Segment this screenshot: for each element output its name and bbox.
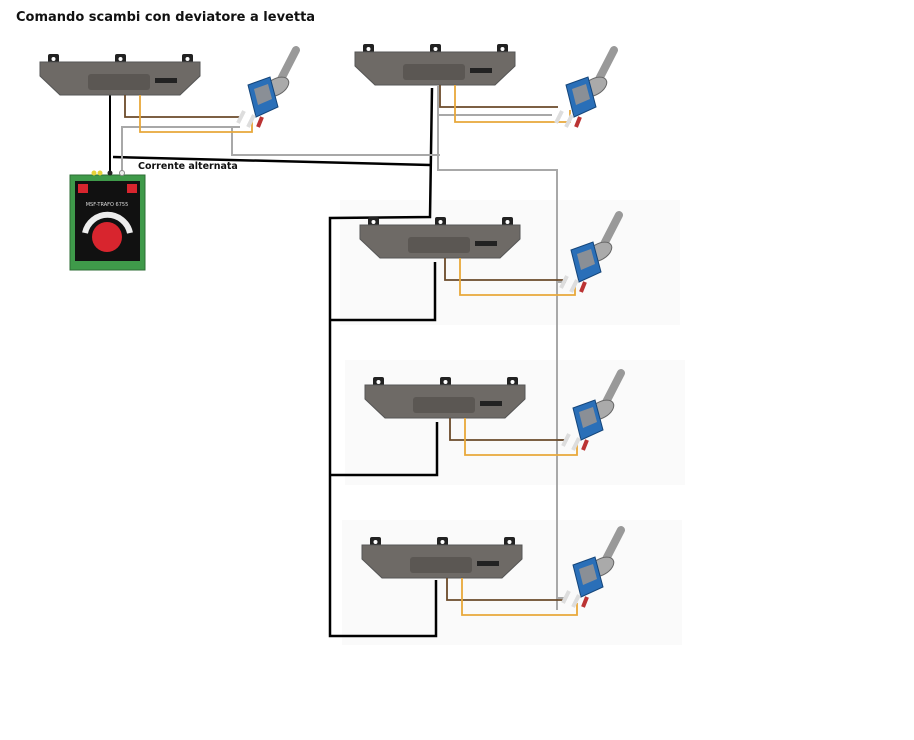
- mounting-hole: [373, 540, 378, 544]
- common-wire: [330, 422, 439, 477]
- brown-wire: [446, 578, 565, 601]
- common-wire: [112, 155, 431, 167]
- brown-wire: [444, 258, 563, 281]
- switch-pin: [569, 279, 579, 293]
- common-wire: [328, 87, 438, 638]
- transformer-button: [127, 184, 137, 193]
- switch-pin: [579, 281, 587, 293]
- switch-bracket: [577, 249, 595, 270]
- switch-bracket: [579, 564, 597, 585]
- mounting-hole: [440, 540, 445, 544]
- mounting-hole: [433, 47, 438, 51]
- mounting-hole: [507, 540, 512, 544]
- decoder-slot: [88, 74, 150, 90]
- decoder-slot: [403, 64, 465, 80]
- switch-pin: [574, 116, 582, 128]
- switch-pin: [571, 437, 581, 451]
- switch-bracket: [254, 84, 272, 105]
- terminal: [119, 170, 125, 176]
- transformer-button: [78, 184, 88, 193]
- brown-wire: [449, 418, 565, 441]
- decoder-unit-4: [364, 377, 526, 419]
- switch-pin: [571, 594, 581, 608]
- decoder-unit-5: [361, 537, 523, 579]
- switch-pin: [564, 114, 574, 128]
- mounting-hole: [443, 380, 448, 384]
- return-wire: [121, 126, 240, 175]
- brown-wire: [439, 85, 558, 108]
- orange-wire: [459, 258, 576, 296]
- decoder-unit-3: [359, 217, 521, 259]
- switch-pin: [561, 590, 571, 604]
- orange-wire: [464, 418, 578, 456]
- mounting-hole: [500, 47, 505, 51]
- switch-pin: [581, 439, 589, 451]
- orange-wire: [461, 578, 578, 616]
- switch-pin: [256, 116, 264, 128]
- mounting-hole: [366, 47, 371, 51]
- orange-wire: [454, 85, 571, 123]
- switch-bracket: [572, 84, 590, 105]
- mounting-hole: [505, 220, 510, 224]
- mounting-hole: [438, 220, 443, 224]
- decoder-indicator: [477, 561, 499, 566]
- switch-pin: [581, 596, 589, 608]
- brown-wire: [124, 95, 240, 118]
- common-wire: [330, 262, 437, 322]
- decoder-unit-1: [39, 54, 201, 96]
- mounting-hole: [371, 220, 376, 224]
- toggle-switch-5: [561, 526, 625, 608]
- decoder-indicator: [475, 241, 497, 246]
- decoder-slot: [410, 557, 472, 573]
- transformer-knob: [92, 222, 122, 252]
- transformer-scale: [82, 211, 133, 234]
- switch-pin: [561, 433, 571, 447]
- decoder-slot: [413, 397, 475, 413]
- mounting-hole: [118, 57, 123, 61]
- mounting-hole: [510, 380, 515, 384]
- terminal: [97, 170, 103, 176]
- return-wire: [437, 115, 558, 610]
- switch-bracket: [579, 407, 597, 428]
- decoder-unit-2: [354, 44, 516, 86]
- switch-pin: [559, 275, 569, 289]
- decoder-indicator: [470, 68, 492, 73]
- mounting-hole: [376, 380, 381, 384]
- transformer-logo: MSF-TRAFO 6755: [86, 202, 129, 208]
- transformer: MSF-TRAFO 6755: [69, 170, 146, 271]
- terminal: [107, 170, 113, 176]
- orange-wire: [139, 95, 253, 133]
- terminal: [91, 170, 97, 176]
- decoder-indicator: [155, 78, 177, 83]
- switch-pin: [246, 114, 256, 128]
- switch-pin: [236, 110, 246, 124]
- page-title: Comando scambi con deviatore a levetta: [16, 10, 316, 25]
- toggle-switch-2: [554, 46, 618, 128]
- toggle-switch-1: [236, 46, 300, 128]
- toggle-switch-3: [559, 211, 623, 293]
- power-label: Corrente alternata: [138, 161, 238, 172]
- mounting-hole: [185, 57, 190, 61]
- return-wire: [231, 127, 440, 156]
- decoder-slot: [408, 237, 470, 253]
- decoder-indicator: [480, 401, 502, 406]
- mounting-hole: [51, 57, 56, 61]
- toggle-switch-4: [561, 369, 625, 451]
- switch-pin: [554, 110, 564, 124]
